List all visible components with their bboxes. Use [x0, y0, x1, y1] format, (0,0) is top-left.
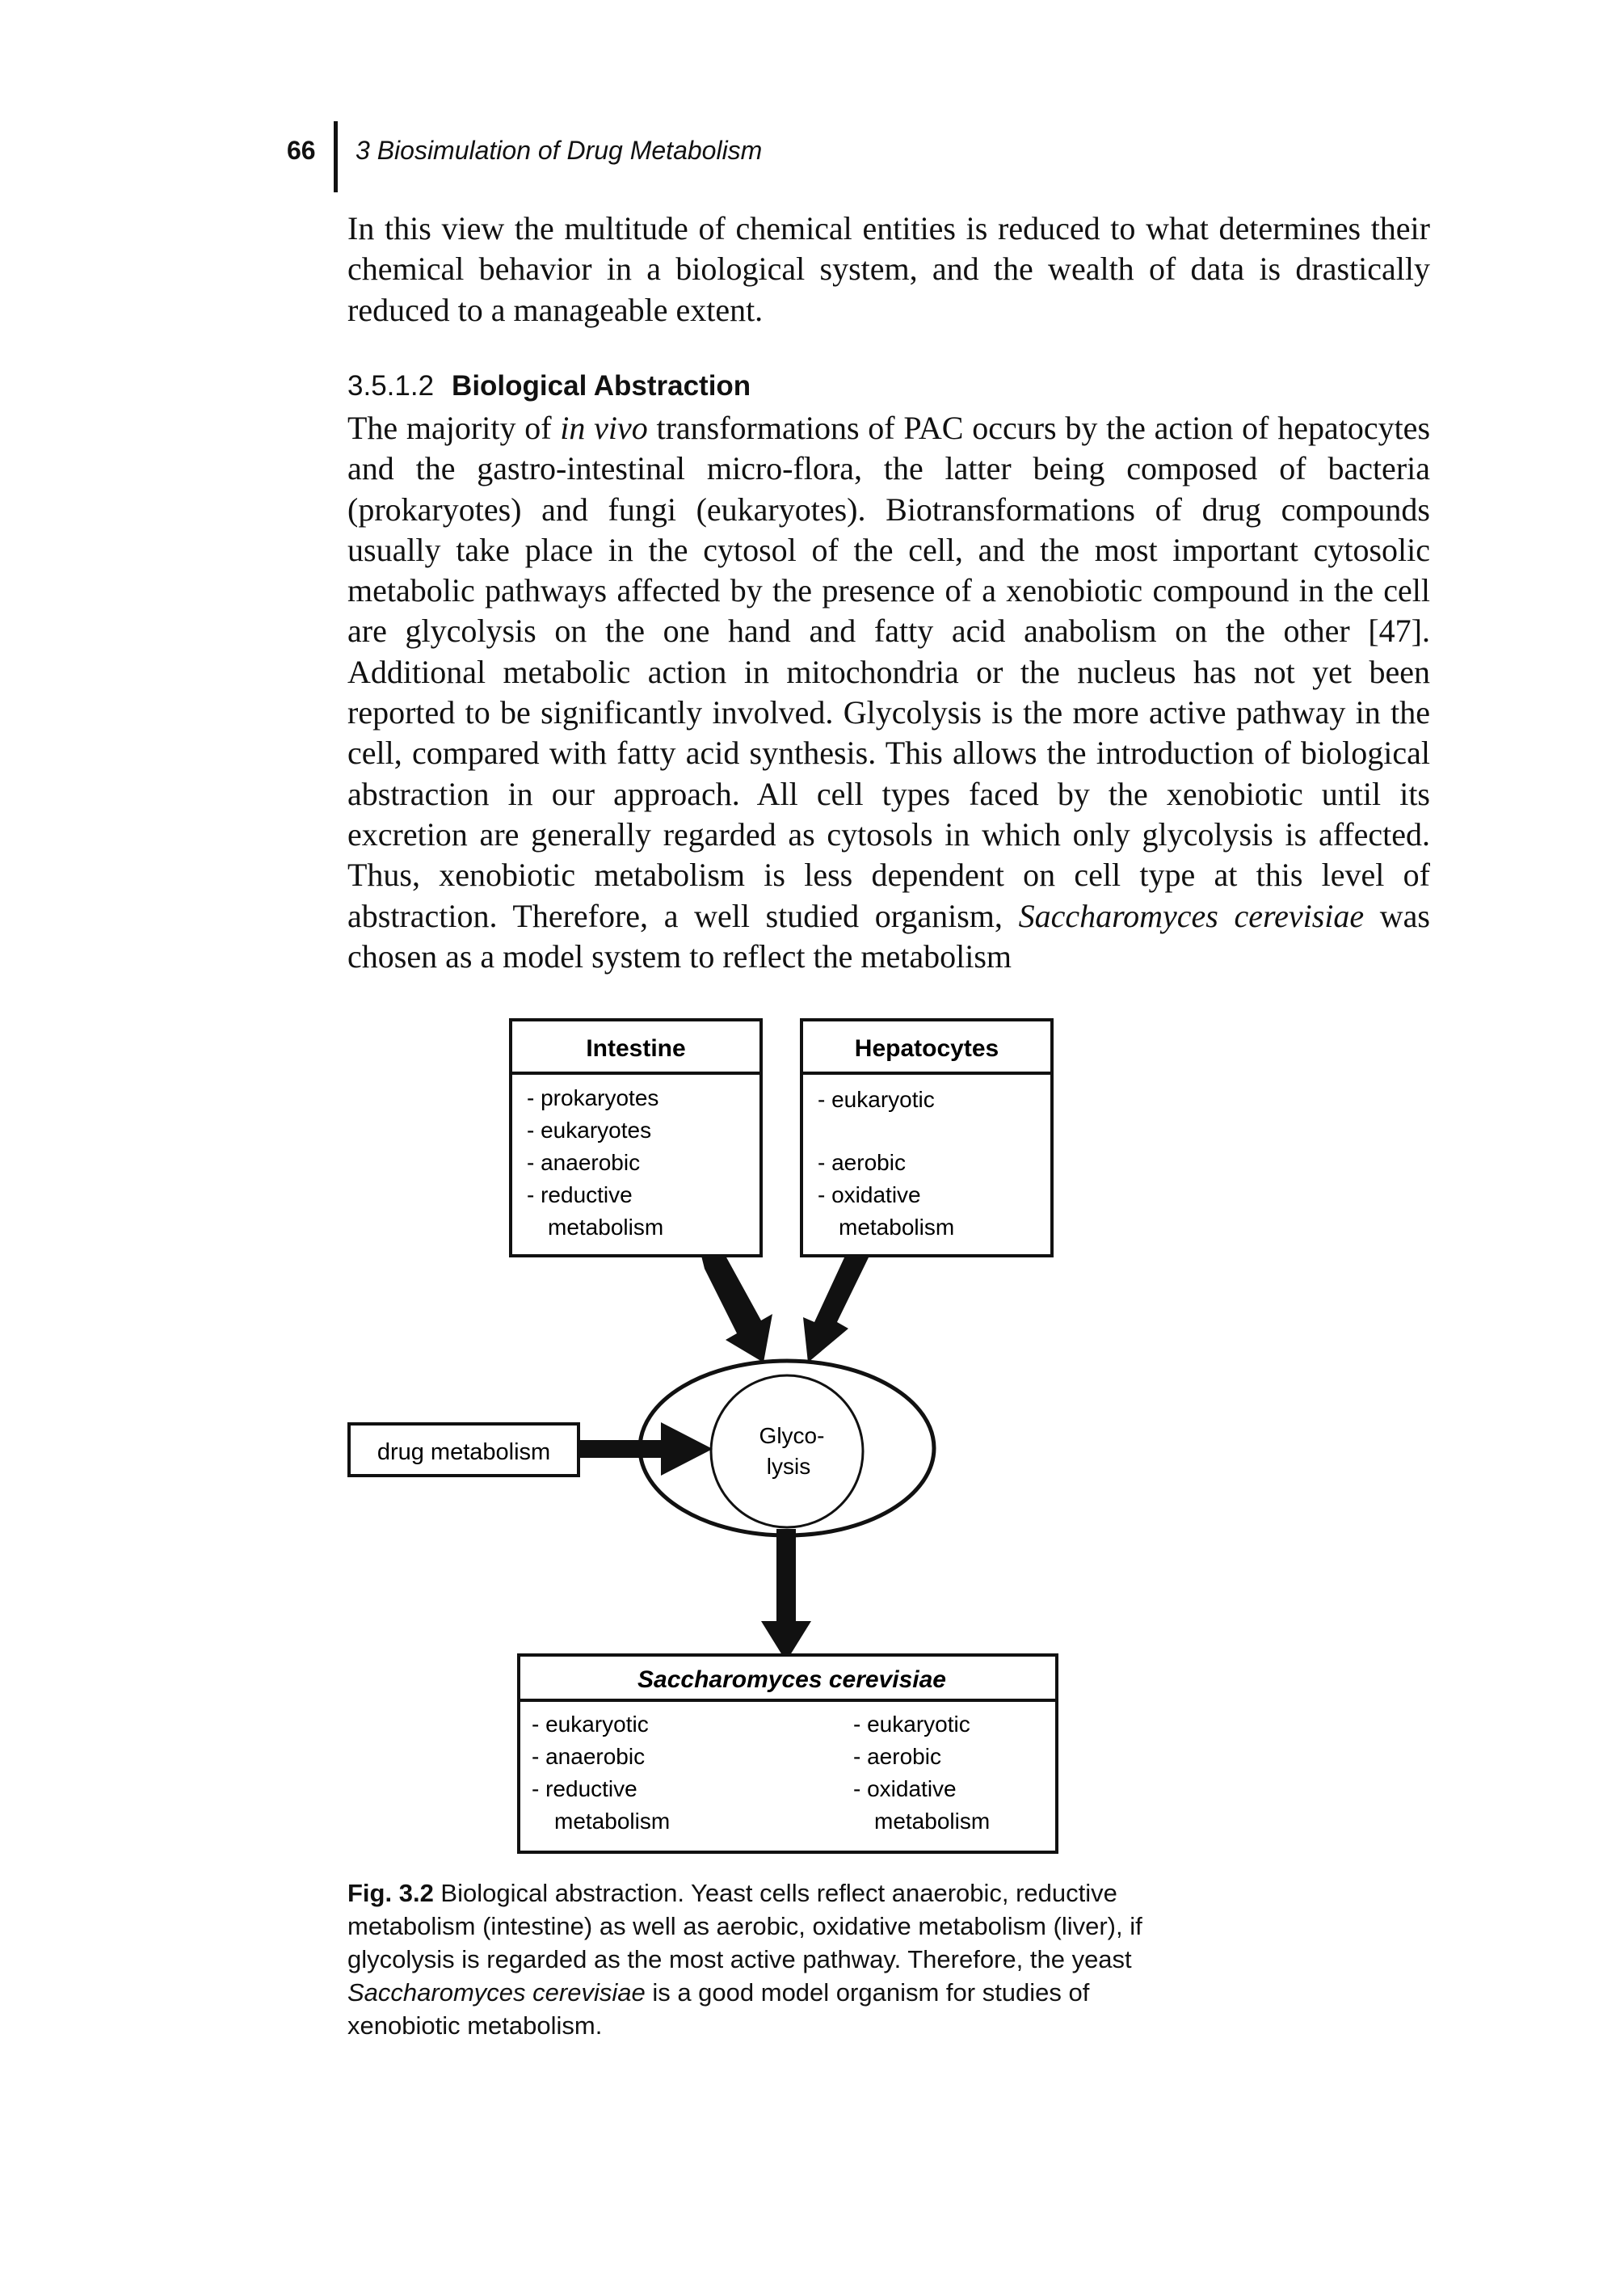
glycolysis-label-2: lysis [767, 1454, 810, 1479]
running-head: 3 Biosimulation of Drug Metabolism [356, 136, 763, 165]
caption-text: Biological abstraction. Yeast cells refl… [347, 1879, 1142, 1973]
section-title: Biological Abstraction [452, 370, 751, 402]
intestine-line: - eukaryotes [527, 1118, 651, 1143]
section-number: 3.5.1.2 [347, 370, 435, 402]
hepatocytes-line: metabolism [839, 1215, 954, 1240]
drug-metabolism-box: drug metabolism [347, 1422, 580, 1477]
intestine-line: - reductive [527, 1182, 633, 1207]
yeast-right-line: metabolism [874, 1809, 990, 1834]
hepatocytes-title: Hepatocytes [855, 1035, 999, 1062]
arrow-hepatocytes-to-cell [803, 1256, 869, 1362]
hepatocytes-line: - oxidative [818, 1182, 921, 1207]
yeast-left-line: - reductive [532, 1776, 637, 1801]
paragraph-text: was chosen as a model system to reflect … [347, 897, 1430, 975]
page-number: 66 [287, 136, 316, 165]
intestine-line: metabolism [548, 1215, 663, 1240]
paragraph-italic-species: Saccharomyces cerevisiae [1018, 897, 1365, 934]
intestine-line: - anaerobic [527, 1150, 640, 1175]
yeast-left-line: metabolism [554, 1809, 670, 1834]
arrow-drug-to-glycolysis [578, 1422, 713, 1476]
hepatocytes-line: - eukaryotic [818, 1087, 935, 1112]
header-rule [334, 121, 338, 192]
section-heading: 3.5.1.2 Biological Abstraction [347, 370, 751, 402]
caption-label: Fig. 3.2 [347, 1879, 434, 1907]
drug-metabolism-label: drug metabolism [377, 1439, 550, 1465]
yeast-left-line: - eukaryotic [532, 1712, 649, 1737]
caption-text: is a good model organism for studies of … [347, 1978, 1090, 2040]
intestine-box: Intestine - prokaryotes - eukaryotes - a… [509, 1018, 763, 1257]
hepatocytes-line: - aerobic [818, 1150, 906, 1175]
yeast-right-line: - aerobic [853, 1744, 941, 1769]
paragraph-text: transformations of PAC occurs by the act… [347, 410, 1431, 934]
glycolysis-node: Glyco- lysis [709, 1374, 865, 1529]
glycolysis-label-1: Glyco- [759, 1423, 825, 1448]
yeast-right-line: - oxidative [853, 1776, 957, 1801]
figure-caption: Fig. 3.2 Biological abstraction. Yeast c… [347, 1876, 1155, 2042]
hepatocytes-box: Hepatocytes - eukaryotic - aerobic - oxi… [800, 1018, 1054, 1257]
paragraph-biological-abstraction: The majority of in vivo transformations … [347, 408, 1430, 977]
paragraph-text: The majority of [347, 410, 561, 446]
arrow-intestine-to-cell [701, 1256, 772, 1362]
paragraph-intro: In this view the multitude of chemical e… [347, 210, 1430, 328]
figure-diagram: Intestine - prokaryotes - eukaryotes - a… [347, 1018, 1058, 1854]
yeast-right-line: - eukaryotic [853, 1712, 970, 1737]
caption-italic-species: Saccharomyces cerevisiae [347, 1978, 646, 2007]
intestine-title: Intestine [586, 1035, 685, 1062]
yeast-left-line: - anaerobic [532, 1744, 645, 1769]
yeast-title: Saccharomyces cerevisiae [637, 1666, 946, 1693]
yeast-box: Saccharomyces cerevisiae - eukaryotic - … [517, 1653, 1058, 1854]
paragraph-italic-term: in vivo [560, 410, 648, 446]
intestine-line: - prokaryotes [527, 1085, 658, 1110]
arrow-cell-to-yeast [761, 1529, 811, 1661]
